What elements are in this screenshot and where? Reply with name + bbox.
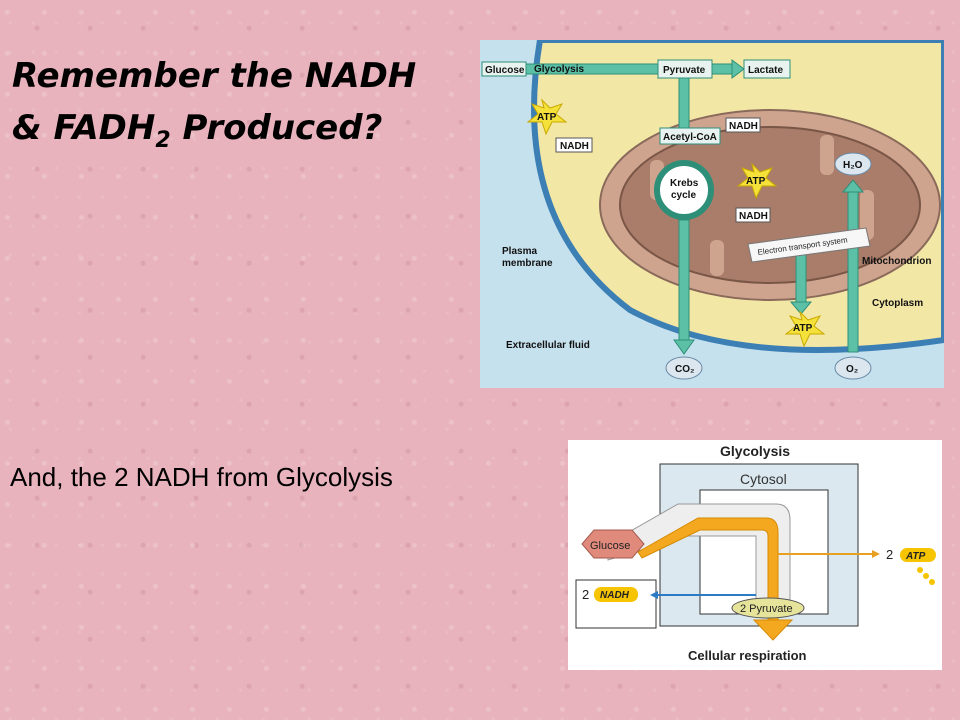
nadh-arrowhead [650, 591, 658, 599]
krebs-label-1: Krebs [670, 178, 699, 189]
acetyl-coa-label: Acetyl-CoA [663, 132, 717, 143]
title-produced: Produced? [170, 108, 383, 148]
atp-count: 2 [886, 547, 893, 562]
pyruvate-oval-label: 2 Pyruvate [740, 603, 793, 615]
pathway-arrows [517, 59, 865, 355]
h2o-oval: H₂O [834, 152, 872, 176]
ets-bar: Electron transport system [747, 227, 871, 263]
cellular-respiration-label: Cellular respiration [688, 648, 807, 663]
nadh-box-pyruvate: NADH [725, 117, 761, 133]
cytosol-label: Cytosol [740, 471, 787, 487]
glycolysis-caption: And, the 2 NADH from Glycolysis [10, 462, 393, 492]
glucose-label: Glucose [485, 65, 525, 76]
h2o-label: H₂O [843, 160, 863, 171]
atp-burst-glycolysis: ATP [526, 98, 568, 136]
nadh-label-1: NADH [560, 141, 589, 152]
title-subscript: 2 [155, 127, 171, 153]
nadh-label-3: NADH [739, 211, 768, 222]
atp-burst-ets: ATP [784, 310, 826, 348]
krebs-cycle: Krebs cycle [654, 160, 714, 220]
extracellular-label: Extracellular fluid [506, 340, 590, 351]
krebs-label-2: cycle [671, 190, 696, 201]
nadh-label-2: NADH [729, 121, 758, 132]
nadh-badge-label: NADH [600, 590, 630, 601]
glycolysis-label: Glycolysis [534, 64, 584, 75]
co2-label: CO₂ [675, 364, 694, 375]
nadh-box-krebs: NADH [735, 207, 771, 223]
glycolysis-heading: Glycolysis [720, 443, 790, 459]
atp-badge-label: ATP [905, 551, 926, 562]
nadh-badge: NADH [594, 587, 638, 602]
atp-burst-krebs: ATP [736, 162, 778, 200]
o2-oval: O₂ [834, 356, 872, 380]
lactate-label: Lactate [748, 65, 783, 76]
atp-label-1: ATP [537, 112, 557, 123]
title-fadh: & FADH [12, 108, 156, 148]
plasma-label-1: Plasma [502, 246, 537, 257]
acetyl-coa-box: Acetyl-CoA [659, 127, 721, 145]
respiration-arrowhead [752, 619, 794, 641]
o2-label: O₂ [846, 364, 858, 375]
glucose-hexagon: Glucose [581, 529, 645, 559]
pyruvate-label: Pyruvate [663, 65, 706, 76]
co2-oval: CO₂ [665, 356, 703, 380]
nadh-count: 2 [582, 587, 589, 602]
atp-arrowhead [872, 550, 880, 558]
atp-label-2: ATP [746, 176, 766, 187]
lactate-box: Lactate [743, 59, 791, 79]
pyruvate-box: Pyruvate [657, 59, 713, 79]
nadh-box-glycolysis: NADH [555, 137, 593, 153]
title-line-1: Remember the NADH [12, 56, 417, 96]
slide-title: Remember the NADH & FADH2 Produced? [12, 50, 482, 167]
title-line-2: & FADH2 Produced? [12, 102, 482, 167]
cytoplasm-label: Cytoplasm [872, 298, 923, 309]
plasma-label-2: membrane [502, 258, 553, 269]
mitochondrion-label: Mitochondrion [862, 256, 931, 267]
pyruvate-oval: 2 Pyruvate [731, 597, 805, 619]
respiration-overview-diagram: Glucose Glycolysis Pyruvate Lactate ATP … [480, 40, 944, 388]
glucose-hex-label: Glucose [590, 540, 630, 552]
pathway-channel [607, 503, 791, 613]
glucose-box: Glucose [481, 61, 527, 77]
atp-badge: ATP [900, 548, 936, 585]
glycolysis-summary-diagram: Glycolysis Cytosol Glucose 2 ATP 2 NADH … [568, 440, 942, 670]
atp-label-3: ATP [793, 323, 813, 334]
